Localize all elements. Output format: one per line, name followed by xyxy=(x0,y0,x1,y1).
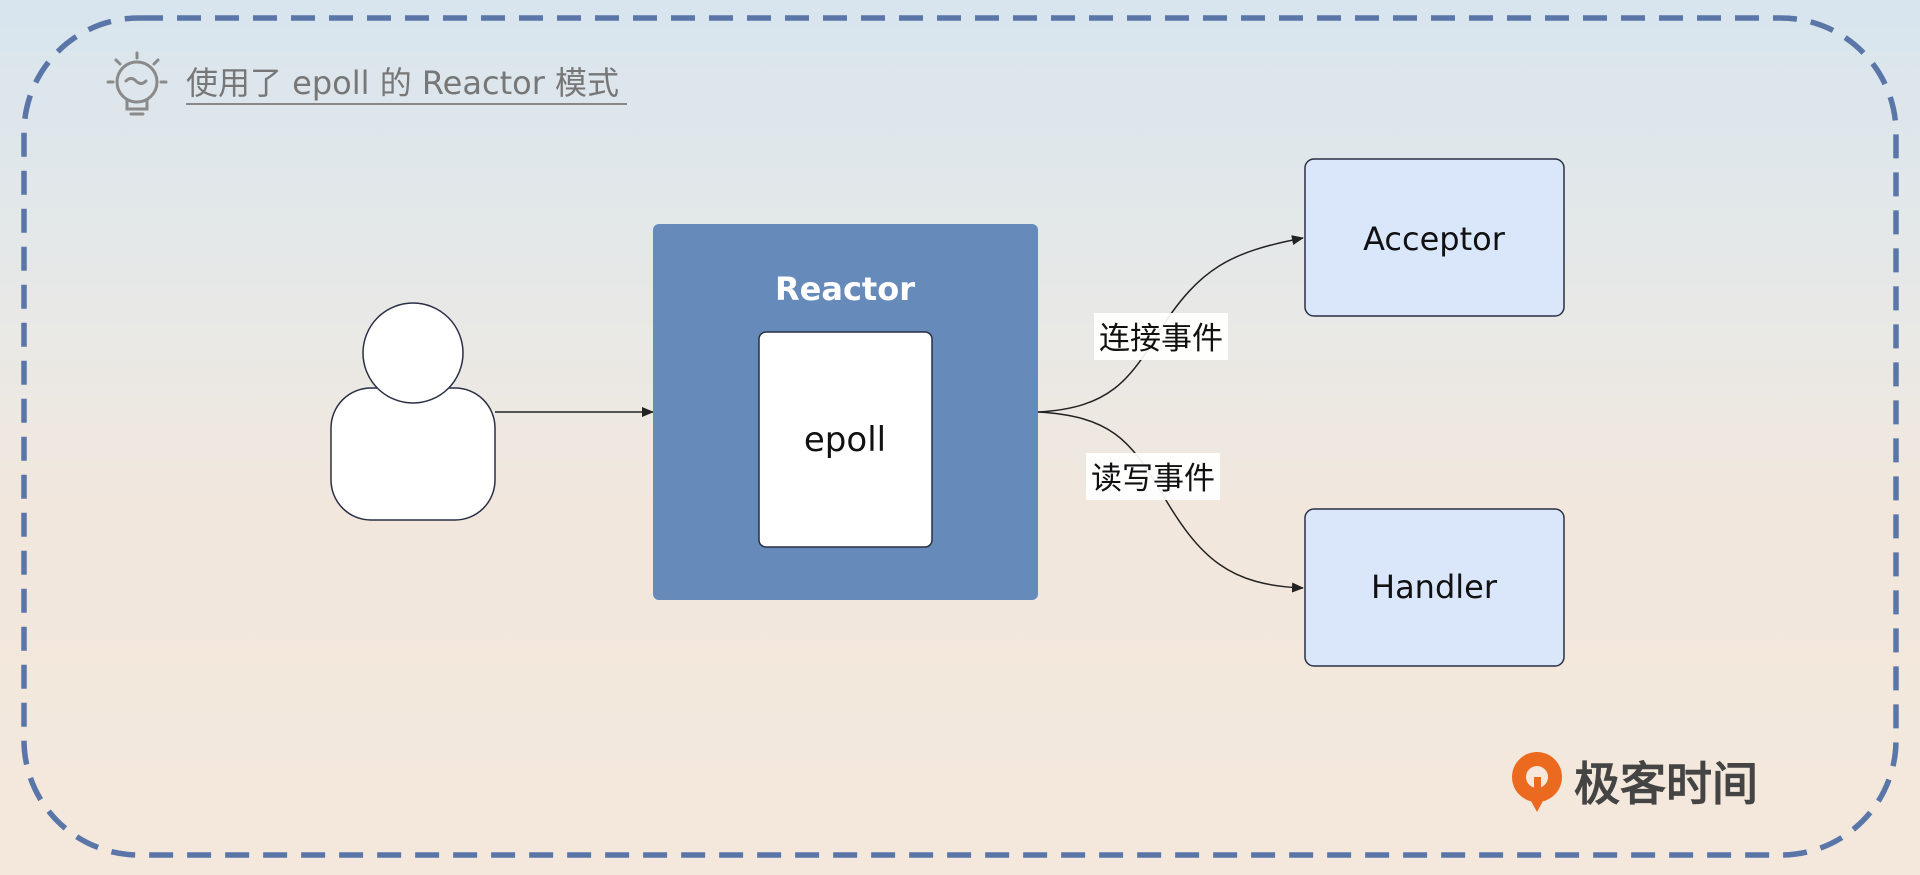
reactor-label: Reactor xyxy=(775,270,915,308)
user-icon xyxy=(330,302,496,521)
acceptor-label: Acceptor xyxy=(1363,220,1506,258)
edge-readwrite-label: 读写事件 xyxy=(1091,461,1215,497)
dashed-frame xyxy=(21,15,1899,858)
epoll-box xyxy=(758,331,933,548)
brand-name: 极客时间 xyxy=(1574,757,1758,811)
epoll-label: epoll xyxy=(804,420,886,460)
page-title: 使用了 epoll 的 Reactor 模式 xyxy=(186,64,619,102)
acceptor-box xyxy=(1304,158,1565,317)
edge-readwrite-label-bg xyxy=(1086,453,1220,500)
edge-connect-label: 连接事件 xyxy=(1099,321,1223,357)
handler-box xyxy=(1304,508,1565,667)
geektime-logo-icon xyxy=(1512,752,1562,812)
edge-connect-label-bg xyxy=(1094,313,1228,360)
handler-label: Handler xyxy=(1371,568,1498,606)
lightbulb-icon xyxy=(106,51,168,116)
